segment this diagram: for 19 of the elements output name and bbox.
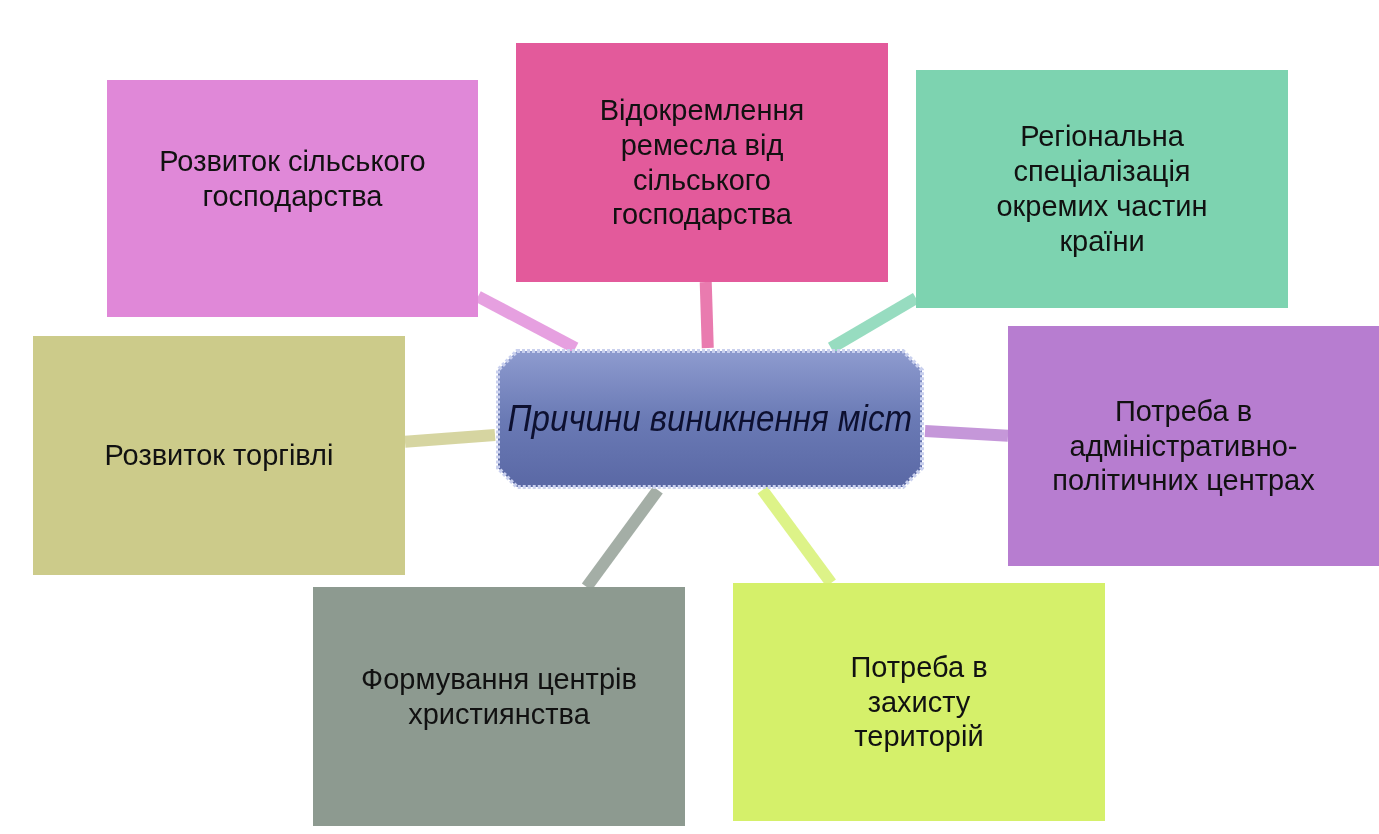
title-badge <box>495 348 925 490</box>
card-text: Відокремлення ремесла від сільського господарства <box>598 92 806 233</box>
card-text: Потреба в адміністративно-політичних центрах <box>1051 393 1316 499</box>
card-text: Розвиток торгівлі <box>104 438 334 473</box>
cause-card <box>516 43 888 282</box>
card-text: Регіональна спеціалізація окремих частин країни <box>995 119 1209 259</box>
cause-card <box>33 336 405 575</box>
callout-tail <box>699 281 714 349</box>
cause-card <box>1008 326 1379 566</box>
card-text: Розвиток сільського господарства <box>158 143 427 214</box>
card-text: Формування центрів християнства <box>360 661 638 732</box>
card-text: Потреба в захисту територій <box>849 649 989 755</box>
callout-tail <box>404 429 496 448</box>
cause-card <box>733 583 1105 821</box>
cause-card <box>107 80 478 317</box>
cause-card <box>916 70 1288 308</box>
cause-card <box>313 587 685 826</box>
topic-text: Причини виникнення міст <box>507 397 913 441</box>
callout-tail <box>924 425 1009 442</box>
